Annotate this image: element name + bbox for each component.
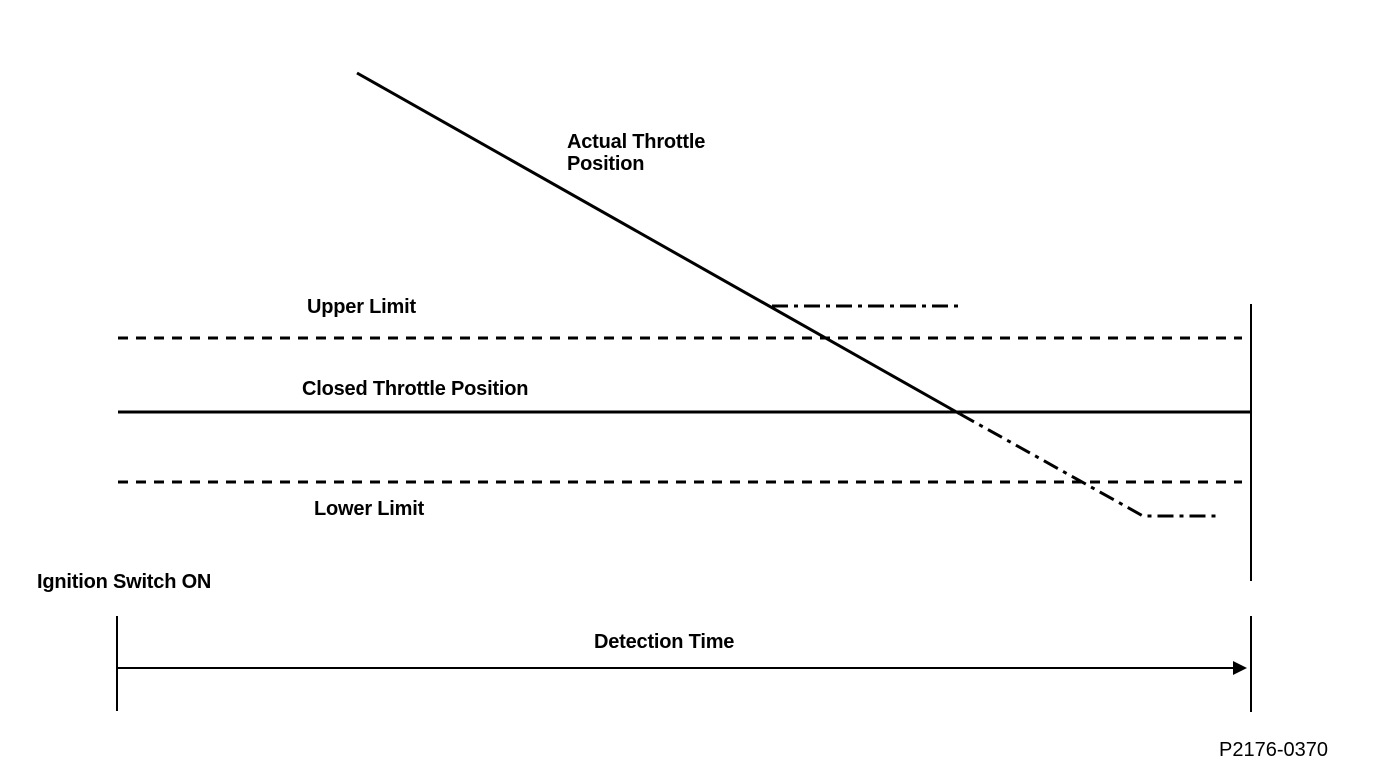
lower-limit-label: Lower Limit <box>314 498 425 520</box>
figure-code-label: P2176-0370 <box>1219 739 1328 761</box>
upper-limit-label: Upper Limit <box>307 296 416 318</box>
actual-throttle-line <box>356 71 961 416</box>
throttle-hold-lower-line <box>959 412 1218 518</box>
arrowhead-right-icon <box>1233 661 1247 675</box>
detection-time-label: Detection Time <box>594 631 735 653</box>
actual-throttle-label: Actual Throttle Position <box>567 131 706 175</box>
closed-throttle-label: Closed Throttle Position <box>302 378 529 400</box>
ignition-switch-on-label: Ignition Switch ON <box>37 571 212 593</box>
